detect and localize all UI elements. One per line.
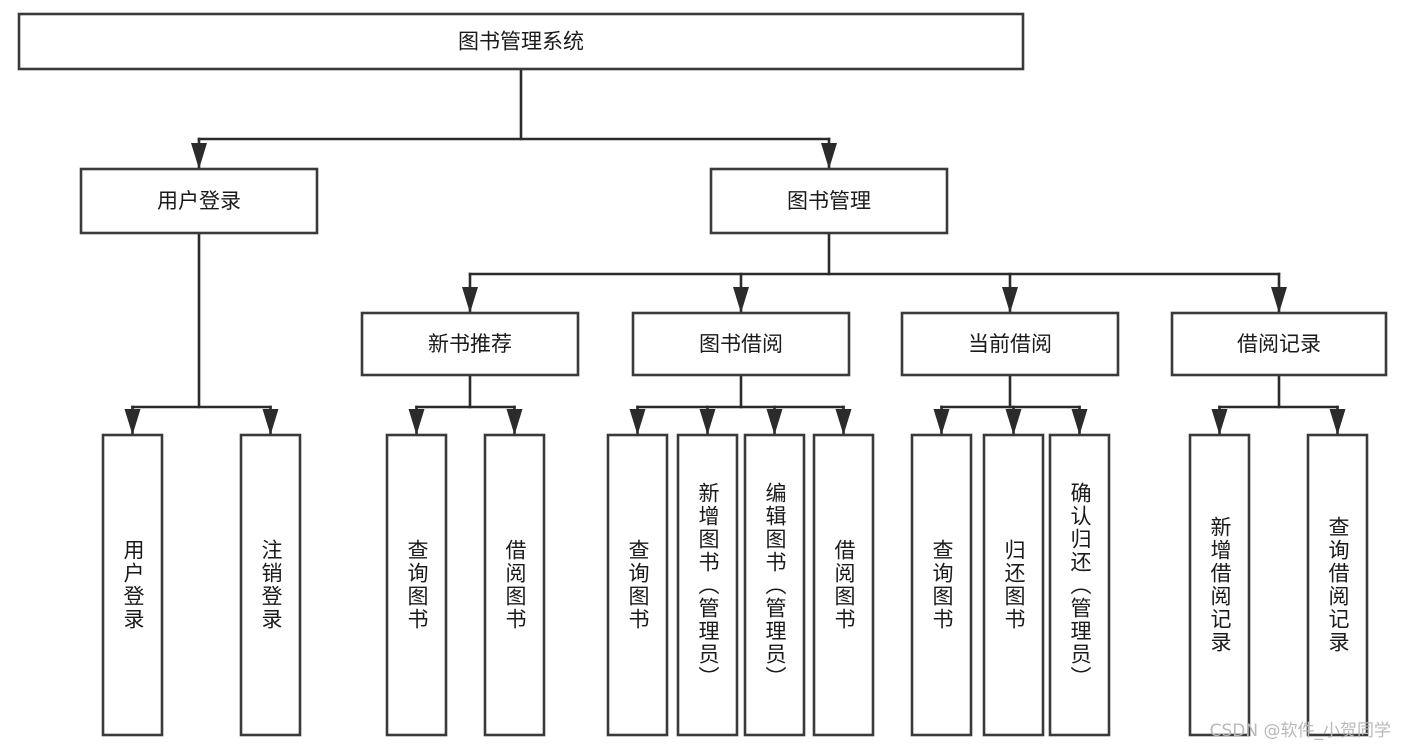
node-label-user-login: 用户登录 [157, 189, 241, 213]
arrow-head-icon [733, 287, 749, 313]
arrow-head-icon [191, 143, 207, 169]
node-label-borrow-record: 借阅记录 [1237, 332, 1321, 356]
arrow-head-icon [1211, 409, 1228, 435]
arrow-head-icon [1005, 409, 1022, 435]
node-label-new-book-recommend: 新书推荐 [428, 332, 512, 356]
node-label-book-borrow: 图书借阅 [699, 332, 783, 356]
node-box-leaf-return-book[interactable] [982, 433, 1045, 737]
node-box-leaf-borrow-book-rec[interactable] [483, 433, 546, 737]
node-box-leaf-add-record[interactable] [1188, 433, 1251, 737]
node-box-book-borrow[interactable] [631, 311, 851, 377]
arrow-head-icon [506, 409, 523, 435]
arrow-head-icon [1002, 287, 1018, 313]
arrow-head-icon [933, 409, 950, 435]
node-box-user-login[interactable] [79, 167, 319, 235]
arrow-head-icon [766, 409, 783, 435]
arrow-head-icon [629, 409, 646, 435]
node-box-leaf-query-book-bb[interactable] [606, 433, 669, 737]
node-label-book-manage: 图书管理 [787, 189, 871, 213]
arrow-head-icon [408, 409, 425, 435]
node-box-leaf-borrow-book-bb[interactable] [812, 433, 875, 737]
arrow-head-icon [1071, 409, 1088, 435]
node-box-leaf-add-book[interactable] [676, 433, 739, 737]
node-box-leaf-logout[interactable] [239, 433, 302, 737]
arrow-head-icon [1271, 287, 1287, 313]
node-box-book-manage[interactable] [709, 167, 949, 235]
node-box-leaf-query-record[interactable] [1306, 433, 1369, 737]
node-box-root[interactable] [17, 12, 1025, 71]
node-box-current-borrow[interactable] [900, 311, 1120, 377]
arrow-head-icon [462, 287, 478, 313]
arrow-head-icon [835, 409, 852, 435]
node-label-root: 图书管理系统 [458, 30, 584, 54]
connectors-layer [124, 67, 1346, 436]
arrow-head-icon [821, 143, 837, 169]
arrow-head-icon [699, 409, 716, 435]
node-box-borrow-record[interactable] [1170, 311, 1388, 377]
arrow-head-icon [1329, 409, 1346, 435]
node-box-leaf-confirm-return[interactable] [1048, 433, 1111, 737]
node-box-leaf-query-book-cb[interactable] [910, 433, 973, 737]
arrow-head-icon [124, 409, 141, 435]
node-box-new-book-recommend[interactable] [360, 311, 580, 377]
node-box-leaf-user-login[interactable] [101, 433, 164, 737]
node-label-current-borrow: 当前借阅 [968, 332, 1052, 356]
arrow-head-icon [262, 409, 279, 435]
watermark-text: CSDN @软件_小贺同学 [1209, 721, 1391, 741]
boxes-layer [17, 12, 1388, 737]
node-box-leaf-edit-book[interactable] [743, 433, 806, 737]
node-box-leaf-query-book-rec[interactable] [385, 433, 448, 737]
